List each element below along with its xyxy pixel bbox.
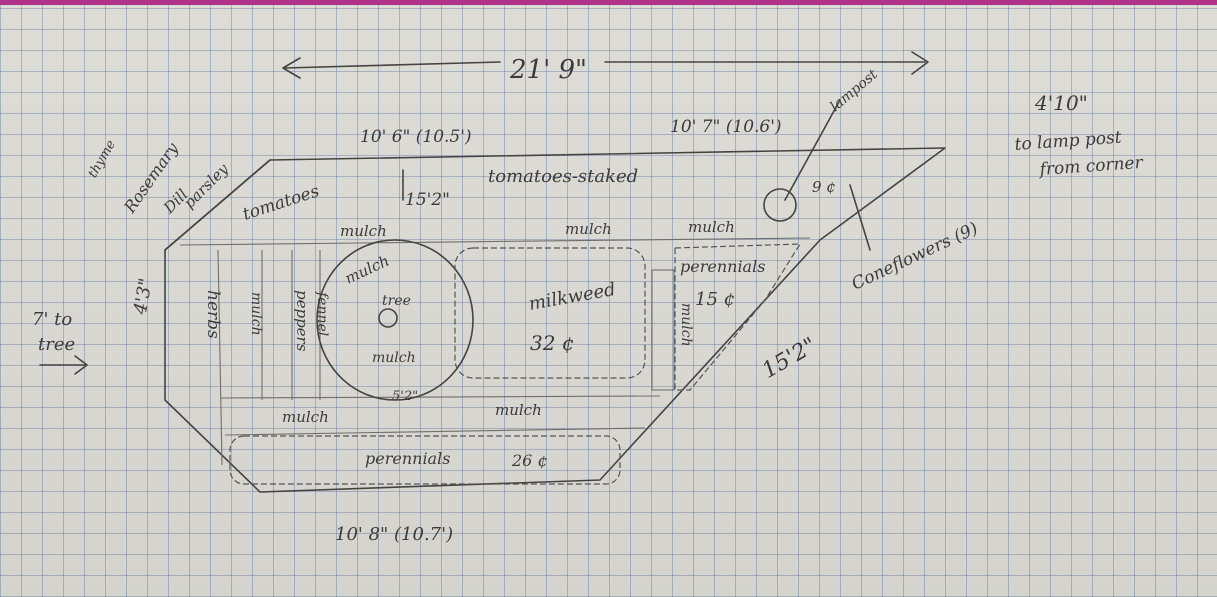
- label-milkweed: milkweed: [527, 279, 617, 315]
- dim-interior: 15'2": [405, 190, 450, 210]
- label-herbs: herbs: [203, 290, 223, 339]
- overall-dimension-arrow-left: [284, 61, 501, 69]
- label-tomatoes: tomatoes: [240, 181, 322, 225]
- label-mulch-circle-top: mulch: [342, 252, 392, 288]
- label-seven-to-tree-2: tree: [38, 334, 75, 355]
- top-color-bar: [0, 0, 1217, 5]
- label-mulch-circle-bottom: mulch: [372, 350, 416, 366]
- label-perennials-right: perennials: [680, 257, 765, 276]
- dim-top-right: 10' 7" (10.6'): [670, 117, 782, 137]
- perennials-right-region: [674, 243, 802, 391]
- bottom-band-top: [224, 427, 646, 436]
- arrowhead-right: [911, 51, 929, 75]
- label-mulch-top-1: mulch: [340, 222, 387, 240]
- label-tree: tree: [382, 293, 411, 309]
- label-parsley: parsley: [180, 160, 232, 212]
- lamp-note-2: from corner: [1037, 153, 1144, 180]
- dim-left-side: 4'3": [130, 277, 157, 317]
- tree-bed-circle: [316, 239, 474, 401]
- mulch-strip-right: [651, 269, 675, 391]
- lamp-note-1: to lamp post: [1014, 128, 1122, 155]
- label-mulch-bottom-1: mulch: [282, 408, 329, 426]
- label-peppers: peppers: [293, 290, 311, 352]
- left-diagonal-edge: [164, 159, 271, 251]
- label-perennials-right-count: 15 ¢: [695, 289, 735, 310]
- label-perennials-bottom-count: 26 ¢: [511, 451, 548, 470]
- dim-bottom: 10' 8" (10.7'): [335, 524, 453, 545]
- label-tomatoes-staked: tomatoes-staked: [488, 166, 638, 187]
- arrowhead-left: [282, 57, 301, 79]
- inner-top-line: [179, 237, 811, 246]
- dim-small: 5'2": [392, 389, 418, 404]
- tree-distance-arrowhead: [74, 355, 88, 375]
- dim-diagonal-right: 15'2": [758, 333, 821, 384]
- garden-bed-outline: [164, 147, 946, 493]
- tree-trunk-circle: [378, 308, 398, 328]
- label-mulch-top-3: mulch: [688, 218, 735, 236]
- dim-top-left: 10' 6" (10.5'): [360, 127, 472, 147]
- lamppost-pointer: [784, 99, 841, 201]
- label-mulch-left: mulch: [248, 292, 264, 336]
- label-lamp-count: 9 ¢: [812, 178, 836, 196]
- label-mulch-bottom-2: mulch: [495, 401, 542, 419]
- label-perennials-bottom: perennials: [365, 449, 450, 468]
- perennials-bottom-region: [229, 435, 621, 485]
- label-milkweed-count: 32 ¢: [530, 331, 575, 355]
- milkweed-region: [454, 247, 646, 379]
- inner-bottom-line: [219, 395, 661, 399]
- coneflower-pointer: [849, 184, 871, 251]
- label-seven-to-tree-1: 7' to: [32, 309, 72, 330]
- lamp-distance: 4'10": [1034, 91, 1088, 115]
- label-mulch-top-2: mulch: [565, 220, 612, 238]
- label-fennel: fennel: [314, 291, 330, 336]
- row-divider-1: [217, 249, 223, 466]
- dim-overall: 21' 9": [509, 55, 587, 85]
- label-thyme: thyme: [85, 137, 119, 180]
- lamppost-circle: [763, 188, 797, 222]
- label-coneflowers: Coneflowers (9): [849, 219, 981, 295]
- label-lampost: lampost: [827, 66, 881, 115]
- label-mulch-right: mulch: [678, 303, 694, 347]
